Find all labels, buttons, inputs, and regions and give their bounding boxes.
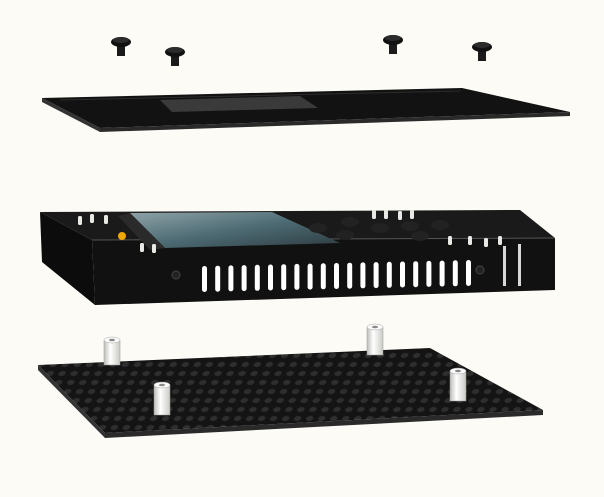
component bbox=[398, 211, 402, 220]
screw-head-top bbox=[385, 35, 401, 41]
component bbox=[104, 215, 108, 224]
front-stripe bbox=[503, 246, 506, 286]
mounting-hole bbox=[341, 217, 359, 227]
standoff-body bbox=[153, 384, 171, 416]
component bbox=[78, 216, 82, 225]
standoffs bbox=[103, 323, 467, 416]
display-window-cutout bbox=[160, 96, 318, 112]
component bbox=[410, 210, 414, 219]
screws bbox=[111, 35, 492, 66]
screw-shaft bbox=[171, 52, 179, 66]
mounting-hole bbox=[309, 223, 327, 233]
top-plate bbox=[42, 88, 570, 132]
vent-slot bbox=[334, 263, 339, 289]
vent-slot bbox=[307, 263, 313, 290]
vent-slot bbox=[439, 260, 445, 287]
vent-slot bbox=[241, 265, 247, 292]
mounting-hole bbox=[336, 230, 354, 240]
vent-slot bbox=[373, 262, 379, 289]
screw-shaft bbox=[389, 40, 397, 54]
vent-slot bbox=[281, 264, 287, 291]
vent-slot bbox=[413, 261, 419, 288]
component bbox=[468, 236, 472, 245]
front-stripe bbox=[518, 244, 521, 286]
standoff-body bbox=[103, 339, 121, 366]
component bbox=[384, 210, 388, 219]
component bbox=[140, 243, 144, 252]
vent-slot bbox=[347, 262, 353, 289]
standoff bbox=[153, 381, 171, 416]
component bbox=[448, 236, 452, 245]
standoff-hole bbox=[109, 338, 115, 342]
display-screen bbox=[130, 212, 340, 248]
vent-slot bbox=[228, 265, 234, 292]
screw bbox=[111, 37, 131, 56]
vent-slot bbox=[452, 260, 458, 287]
screw-shaft bbox=[117, 42, 125, 56]
standoff-hole bbox=[372, 325, 378, 329]
mounting-hole bbox=[371, 223, 389, 233]
pcb-components bbox=[78, 210, 502, 253]
component bbox=[152, 244, 156, 253]
screw bbox=[472, 42, 492, 61]
standoff-body bbox=[366, 326, 384, 356]
vent-slot bbox=[400, 261, 405, 288]
standoff-body bbox=[449, 370, 467, 402]
component bbox=[498, 236, 502, 245]
front-screw bbox=[171, 270, 181, 280]
standoff-hole bbox=[159, 383, 165, 387]
screw-head-top bbox=[474, 42, 490, 48]
standoff bbox=[103, 336, 121, 366]
vent-slot bbox=[360, 262, 366, 289]
component bbox=[484, 238, 488, 247]
screw bbox=[383, 35, 403, 54]
vent-slot bbox=[254, 264, 260, 291]
standoff bbox=[449, 367, 467, 402]
component bbox=[90, 214, 94, 223]
vent-slot bbox=[426, 260, 432, 287]
vent-slot bbox=[466, 260, 471, 286]
vent-slot bbox=[386, 261, 392, 288]
vent-slot bbox=[268, 264, 273, 291]
screw-shaft bbox=[478, 47, 486, 61]
main-chassis bbox=[40, 210, 556, 305]
standoff-hole bbox=[455, 369, 461, 373]
vent-slots bbox=[202, 260, 471, 292]
component bbox=[372, 210, 376, 219]
mounting-hole bbox=[431, 220, 449, 230]
screw-head-top bbox=[113, 37, 129, 43]
led-indicator bbox=[118, 232, 126, 240]
vent-slot bbox=[215, 265, 221, 292]
vent-slot bbox=[320, 263, 326, 290]
screw bbox=[165, 47, 185, 66]
screw-head-top bbox=[167, 47, 183, 53]
mounting-hole bbox=[411, 231, 429, 241]
front-screw bbox=[475, 265, 485, 275]
vent-slot bbox=[294, 263, 300, 290]
vent-slot bbox=[202, 266, 207, 292]
mounting-hole bbox=[401, 221, 419, 231]
standoff bbox=[366, 323, 384, 356]
